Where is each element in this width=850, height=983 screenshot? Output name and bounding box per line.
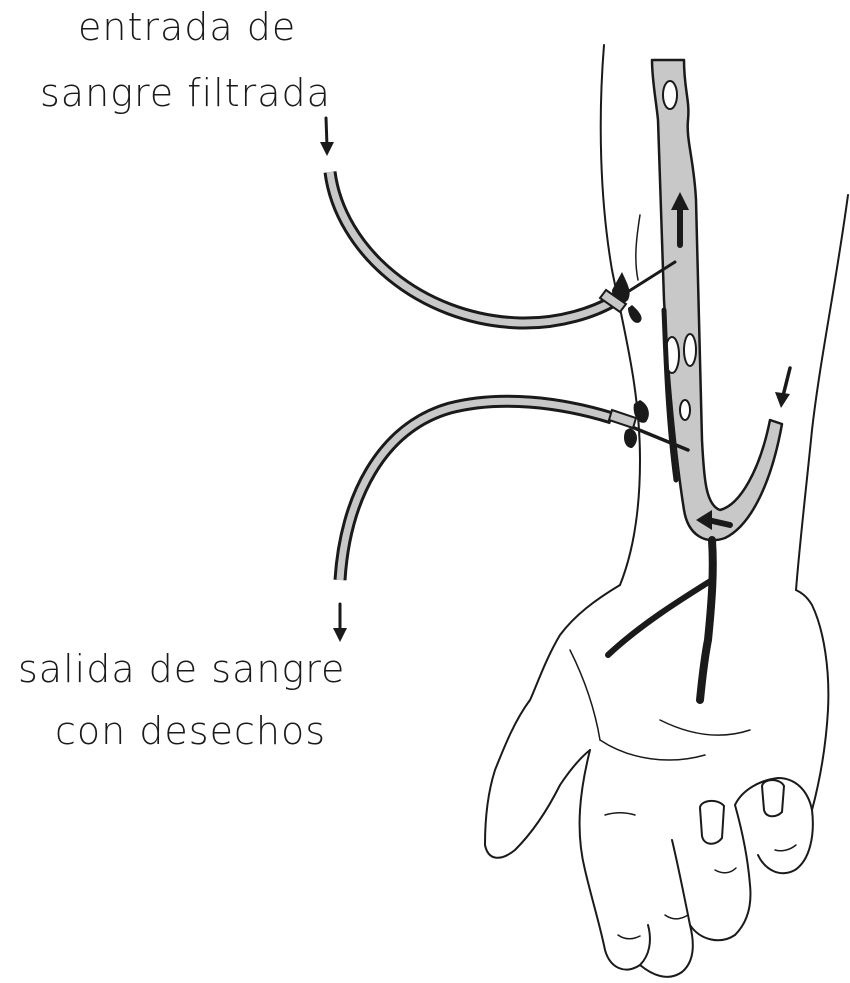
artery-branch-left: [608, 580, 712, 655]
outflow-down-arrow-icon: [333, 604, 347, 642]
arm-right-contour: [796, 195, 848, 590]
artery-trunk: [700, 540, 713, 700]
crease-2: [618, 935, 640, 939]
palm-line-3: [570, 650, 600, 740]
palm-line-1: [600, 740, 705, 760]
index-finger-outline: [640, 840, 693, 977]
inflow-label-line-1: entrada de: [78, 8, 296, 46]
vein-valve-4: [680, 400, 690, 420]
nail-middle: [762, 780, 784, 816]
inflow-label-line-2: sangre filtrada: [40, 74, 331, 112]
pinky-outline: [796, 590, 828, 810]
vein-valve-3: [684, 334, 696, 366]
crease-4: [715, 868, 736, 873]
hand-outline: [485, 585, 828, 977]
inflow-tube: [330, 172, 675, 323]
outflow-tube-inner: [340, 401, 612, 580]
outflow-hub: [609, 410, 636, 428]
crease-3: [665, 915, 688, 919]
thumb-outline: [485, 585, 620, 858]
main-vein-body: [652, 60, 782, 540]
main-vein: [652, 60, 782, 540]
outflow-tube: [340, 400, 688, 580]
wrist-artery-branches: [608, 540, 713, 700]
vein-inflow-arrow-icon: [775, 368, 790, 408]
crease-5: [775, 845, 796, 851]
outflow-label-line-1: salida de sangre: [18, 650, 345, 688]
outflow-tube-outer: [340, 401, 612, 580]
vein-valve-1: [663, 81, 677, 109]
arm-thin-tendon-line: [636, 215, 640, 280]
inflow-tube-outer: [330, 172, 615, 323]
crease-1: [605, 813, 635, 815]
inflow-tube-inner: [330, 172, 615, 323]
inflow-down-arrow-icon: [320, 118, 334, 156]
palm-line-2: [660, 720, 750, 735]
nail-index: [700, 801, 724, 844]
outflow-label-line-2: con desechos: [55, 712, 326, 750]
